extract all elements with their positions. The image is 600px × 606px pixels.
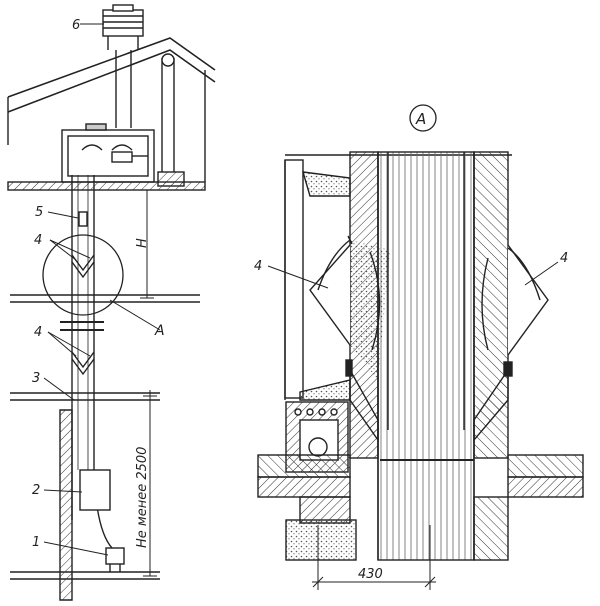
attic-slab: [7, 181, 206, 191]
valves-lower: [71, 351, 95, 376]
dimension-430: [312, 525, 436, 590]
label-1: 1: [32, 535, 40, 550]
detail-label-circle: [409, 104, 437, 132]
chute-liner: [377, 151, 475, 561]
left-valve: [309, 235, 390, 443]
vent-riser: [157, 53, 185, 187]
dimension-2500: [143, 390, 157, 577]
label-detail-ref: A: [154, 323, 165, 339]
elevation-view: [7, 4, 216, 601]
dim-430-text: 430: [358, 567, 383, 582]
detail-title: A: [415, 110, 426, 128]
detail-view-a: [257, 104, 584, 590]
dim-2500-text: Не менее 2500: [135, 447, 150, 548]
winch-housing: [61, 123, 155, 183]
dim-h-text: H: [135, 238, 150, 248]
hatch-5: [78, 211, 88, 227]
dimension-h: [140, 189, 154, 299]
detail-label-4-right: 4: [560, 251, 568, 266]
leaders: [43, 23, 109, 556]
label-3: 3: [32, 371, 40, 386]
detail-circle: [42, 234, 124, 316]
label-6: 6: [72, 18, 80, 33]
floor-slab-right: [507, 454, 584, 478]
valves-upper: [71, 254, 95, 279]
label-2: 2: [32, 483, 40, 498]
right-valve: [473, 244, 549, 442]
floor-slab-left: [257, 454, 351, 478]
detail-label-4-left: 4: [254, 259, 262, 274]
exhaust-cap: [102, 4, 144, 128]
floor-lines: [10, 294, 200, 580]
label-4-lower: 4: [34, 325, 42, 340]
label-4-upper: 4: [34, 233, 42, 248]
roof: [7, 37, 216, 182]
collection-chamber: [59, 409, 125, 601]
label-5: 5: [35, 205, 43, 220]
